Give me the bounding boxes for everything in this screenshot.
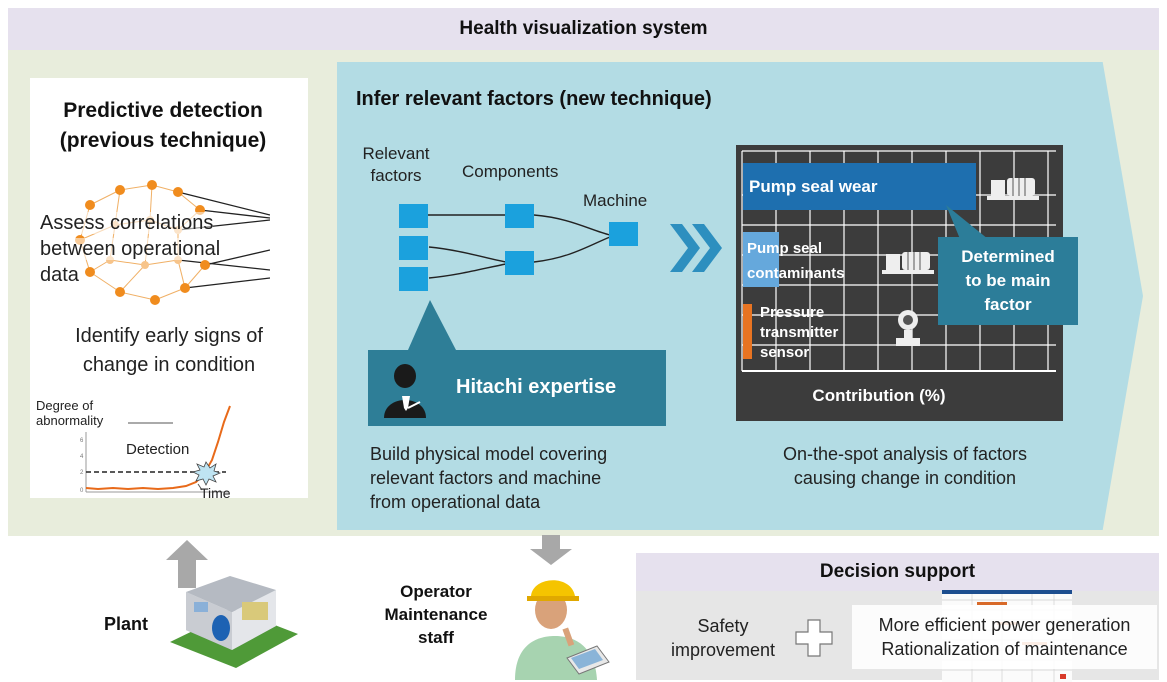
safety-line1: Safety — [697, 616, 749, 636]
bar-pump-seal-contaminants — [743, 232, 779, 287]
bar3-line2: transmitter — [760, 324, 839, 341]
component-node — [505, 204, 534, 228]
decision-title: Decision support — [636, 553, 1159, 591]
predictive-title: Predictive detection (previous technique… — [32, 96, 294, 156]
efficient-line2: Rationalization of maintenance — [881, 639, 1128, 659]
predictive-title-line1: Predictive detection — [63, 99, 263, 122]
bar2-line1: Pump seal — [747, 240, 823, 257]
efficiency-text: More efficient power generation Rational… — [852, 605, 1157, 669]
relevant-factor-node — [399, 204, 428, 228]
operator-line2: Maintenance — [384, 605, 488, 624]
identify-line2: change in condition — [82, 354, 256, 376]
graph-ylabel-line1: Degree of — [36, 398, 94, 413]
graph-tick-2: 2 — [80, 470, 84, 476]
assess-line3: data — [40, 264, 79, 286]
identify-text: Identify early signs of change in condit… — [30, 322, 308, 380]
expert-person-icon — [384, 364, 426, 418]
main-line1: Determined — [961, 247, 1055, 266]
assess-line2: between operational — [40, 238, 221, 260]
bar-pressure-transmitter — [743, 304, 752, 359]
graph-tick-4: 4 — [80, 454, 84, 460]
plus-icon — [795, 619, 833, 657]
analysis-text: On-the-spot analysis of factors causing … — [740, 442, 1070, 490]
relevant-factor-node — [399, 236, 428, 260]
analysis-line2: causing change in condition — [793, 468, 1017, 488]
identify-line1: Identify early signs of — [75, 325, 263, 347]
bar3-label: Pressure transmitter sensor — [760, 303, 838, 363]
pressure-sensor-icon — [896, 310, 920, 346]
expertise-callout-pointer — [408, 300, 456, 350]
main-factor-pointer — [946, 205, 988, 239]
relevant-line1: Relevant — [362, 144, 430, 163]
bar3-line3: sensor — [760, 344, 810, 361]
bar2-line2: contaminants — [747, 265, 845, 282]
operator-label: Operator Maintenance staff — [376, 580, 496, 649]
machine-label: Machine — [583, 191, 648, 210]
time-leader — [197, 483, 203, 491]
double-chevron-icon — [670, 224, 722, 272]
analysis-line1: On-the-spot analysis of factors — [782, 444, 1028, 464]
expertise-label: Hitachi expertise — [456, 376, 617, 398]
bar1-label: Pump seal wear — [749, 177, 878, 196]
safety-text: Safety improvement — [658, 614, 788, 662]
graph-tick-0: 0 — [80, 488, 84, 494]
graph-ylabel-line2: abnormality — [36, 413, 104, 428]
operator-line1: Operator — [400, 582, 472, 601]
operator-line3: staff — [418, 628, 454, 647]
model-network — [399, 214, 611, 279]
predictive-panel — [30, 78, 308, 498]
graph-detection-label: Detection — [126, 441, 190, 458]
graph-time-label: Time — [200, 485, 231, 501]
main-line3: factor — [984, 295, 1032, 314]
operator-person-icon — [515, 580, 610, 680]
system-title: Health visualization system — [8, 8, 1159, 50]
relevant-factors-label: Relevant factors — [356, 143, 436, 187]
up-arrow-icon — [166, 540, 208, 588]
abnormality-curve — [85, 405, 231, 491]
assess-line1: Assess correlations — [40, 212, 214, 234]
safety-line2: improvement — [670, 640, 776, 660]
graph-tick-6: 6 — [80, 438, 84, 444]
bar2-label: Pump seal contaminants — [747, 236, 845, 286]
components-label: Components — [462, 162, 559, 181]
assess-text: Assess correlations between operational … — [40, 210, 280, 288]
detection-burst-icon — [191, 461, 222, 486]
relevant-factor-node — [399, 267, 428, 291]
abnormality-graph: 6 4 2 0 — [80, 405, 231, 494]
pump-icon — [987, 178, 1039, 200]
efficient-line1: More efficient power generation — [878, 615, 1131, 635]
build-line3: from operational data — [370, 492, 541, 512]
build-line1: Build physical model covering — [370, 444, 608, 464]
bar-pump-seal-wear — [743, 163, 976, 210]
build-line2: relevant factors and machine — [370, 468, 602, 488]
machine-node — [609, 222, 638, 246]
predictive-title-line2: (previous technique) — [59, 129, 267, 152]
main-factor-callout: Determined to be main factor — [938, 237, 1078, 325]
relevant-line2: factors — [370, 166, 422, 185]
main-line2: to be main — [965, 271, 1051, 290]
pump-icon — [882, 252, 934, 274]
plant-label: Plant — [104, 614, 149, 634]
bar3-line1: Pressure — [760, 304, 825, 321]
down-arrow-icon — [530, 535, 572, 565]
component-node — [505, 251, 534, 275]
contribution-axis-label: Contribution (%) — [812, 386, 946, 405]
graph-ylabel: Degree of abnormality — [36, 398, 103, 428]
infer-title: Infer relevant factors (new technique) — [356, 88, 712, 110]
plant-image — [170, 576, 298, 668]
build-model-text: Build physical model covering relevant f… — [370, 442, 670, 514]
